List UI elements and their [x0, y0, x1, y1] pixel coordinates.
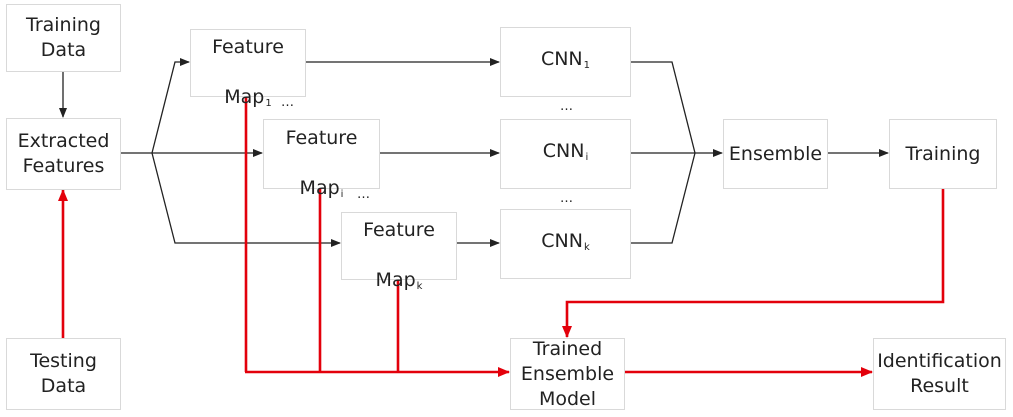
training-data-box: Training Data	[6, 4, 121, 72]
feature-map-1-box: Feature Map1	[190, 29, 306, 109]
ellipsis-cnn-upper: …	[560, 99, 573, 114]
feature-map-1-line1: Feature	[212, 36, 284, 58]
extracted-features-label: Extracted Features	[17, 130, 110, 177]
feature-map-k-box: Feature Mapk	[341, 212, 457, 292]
feature-map-i-line2: Map	[299, 177, 340, 199]
trained-ensemble-model-label: Trained Ensemble Model	[520, 337, 615, 410]
ensemble-box: Ensemble	[723, 119, 828, 189]
cnn-1-box: CNN1	[500, 27, 631, 97]
cnn-1-label: CNN	[540, 47, 583, 70]
feature-map-k-line2: Map	[375, 269, 416, 291]
cnn-k-box: CNNk	[500, 209, 631, 279]
feature-map-k-subscript: k	[416, 281, 423, 292]
cnn-1-subscript: 1	[583, 59, 591, 71]
arrow-split-to-feature-map-1	[151, 58, 190, 154]
ellipsis-cnn-lower: …	[560, 191, 573, 206]
arrow-training-to-trained-model	[562, 189, 945, 338]
cnn-i-box: CNNi	[500, 119, 631, 189]
feature-map-i-line1: Feature	[285, 127, 358, 149]
extracted-features-box: Extracted Features	[6, 118, 121, 190]
cnn-k-label: CNN	[541, 229, 583, 252]
identification-result-label: Identification Result	[877, 350, 1002, 397]
trained-ensemble-model-box: Trained Ensemble Model	[510, 338, 625, 410]
training-data-label: Training Data	[26, 14, 101, 61]
line-cnn-k-to-merge	[631, 152, 696, 244]
feature-map-1-line2: Map	[224, 86, 265, 108]
arrow-split-to-feature-map-k	[151, 152, 341, 247]
feature-map-k-line1: Feature	[363, 219, 435, 241]
testing-data-label: Testing Data	[30, 350, 97, 397]
feature-map-i-box: Feature Mapi	[263, 119, 380, 200]
ellipsis-feature-maps-lower: …	[357, 187, 370, 202]
line-cnn-1-to-merge	[631, 61, 696, 154]
ellipsis-feature-maps-upper: …	[281, 95, 294, 110]
training-label: Training	[905, 142, 981, 165]
training-box: Training	[889, 119, 997, 189]
ensemble-label: Ensemble	[728, 142, 823, 165]
identification-result-box: Identification Result	[873, 338, 1006, 410]
feature-map-i-subscript: i	[340, 189, 344, 200]
testing-data-box: Testing Data	[6, 338, 121, 410]
cnn-i-subscript: i	[585, 151, 589, 163]
feature-map-1-subscript: 1	[265, 98, 272, 109]
cnn-k-subscript: k	[583, 241, 590, 253]
cnn-i-label: CNN	[542, 139, 585, 162]
